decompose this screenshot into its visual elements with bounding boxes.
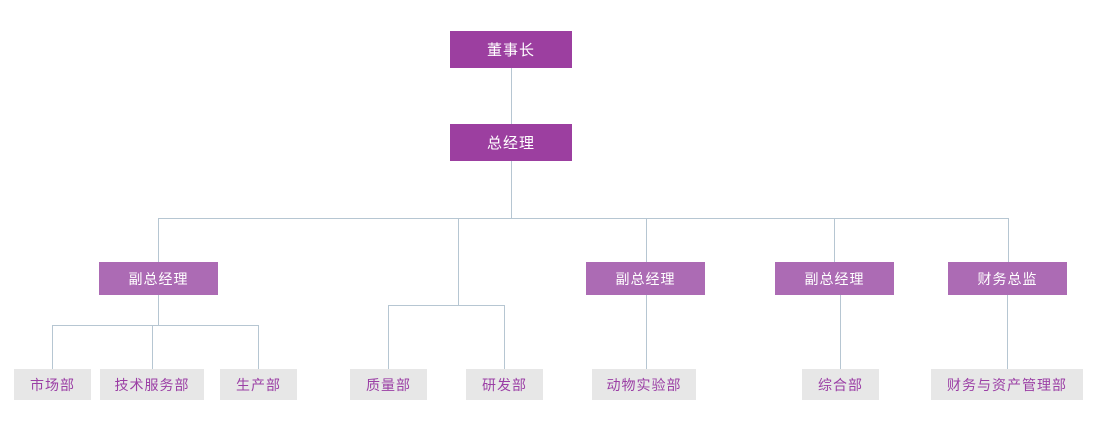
connector-to-dept-finance-asset (1007, 295, 1008, 369)
connector-bus-to-deputy-2 (646, 218, 647, 262)
node-dept-general-affairs-label: 综合部 (818, 376, 863, 393)
connector-to-dept-rnd (504, 305, 505, 369)
connector-to-dept-animal-lab (646, 295, 647, 369)
node-dept-tech-service-label: 技术服务部 (114, 376, 190, 393)
node-deputy-gm-1-label: 副总经理 (128, 270, 189, 287)
node-dept-finance-asset[interactable]: 财务与资产管理部 (931, 369, 1083, 400)
node-dept-quality-label: 质量部 (366, 376, 411, 393)
connector-main-bus (158, 218, 1009, 219)
connector-bus-to-deputy-1 (158, 218, 159, 262)
node-dept-marketing-label: 市场部 (30, 376, 75, 393)
node-general-manager[interactable]: 总经理 (450, 124, 572, 161)
node-dept-quality[interactable]: 质量部 (350, 369, 427, 400)
node-chairman-label: 董事长 (486, 42, 535, 59)
connector-deputy-1-bus (52, 325, 258, 326)
node-dept-production[interactable]: 生产部 (220, 369, 297, 400)
connector-to-dept-production (258, 325, 259, 369)
node-chairman[interactable]: 董事长 (450, 31, 572, 68)
node-deputy-gm-2-label: 副总经理 (615, 270, 676, 287)
connector-to-dept-quality (388, 305, 389, 369)
connector-gm-to-bus (511, 161, 512, 218)
node-dept-marketing[interactable]: 市场部 (14, 369, 91, 400)
node-deputy-gm-1[interactable]: 副总经理 (99, 262, 218, 295)
node-dept-production-label: 生产部 (236, 376, 281, 393)
connector-bus-to-deputy-3 (834, 218, 835, 262)
node-dept-rnd[interactable]: 研发部 (466, 369, 543, 400)
connector-quality-branch-bus (388, 305, 505, 306)
node-dept-animal-lab[interactable]: 动物实验部 (592, 369, 696, 400)
node-deputy-gm-3[interactable]: 副总经理 (775, 262, 894, 295)
node-dept-general-affairs[interactable]: 综合部 (802, 369, 879, 400)
connector-to-dept-general-affairs (840, 295, 841, 369)
connector-bus-to-quality-branch (458, 218, 459, 305)
connector-deputy-1-down (158, 295, 159, 325)
node-dept-rnd-label: 研发部 (482, 376, 527, 393)
connector-to-dept-tech-service (152, 325, 153, 369)
connector-bus-to-finance-director (1008, 218, 1009, 262)
node-dept-finance-asset-label: 财务与资产管理部 (947, 376, 1067, 393)
connector-chairman-to-gm (511, 68, 512, 124)
node-dept-animal-lab-label: 动物实验部 (606, 376, 682, 393)
node-general-manager-label: 总经理 (486, 135, 535, 152)
connector-to-dept-marketing (52, 325, 53, 369)
node-deputy-gm-2[interactable]: 副总经理 (586, 262, 705, 295)
node-finance-director[interactable]: 财务总监 (948, 262, 1067, 295)
node-deputy-gm-3-label: 副总经理 (804, 270, 865, 287)
node-finance-director-label: 财务总监 (977, 270, 1038, 287)
node-dept-tech-service[interactable]: 技术服务部 (100, 369, 204, 400)
